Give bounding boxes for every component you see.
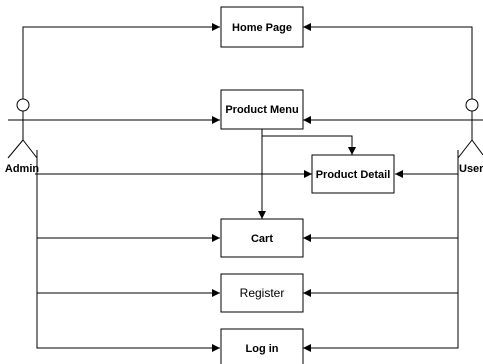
edge-admin-home [22, 23, 220, 99]
node-register-label: Register [240, 286, 285, 300]
actor-user-left-leg [457, 139, 473, 159]
node-login-label: Log in [246, 343, 279, 355]
node-register-box [220, 273, 304, 313]
edges [8, 23, 483, 352]
node-cart: Cart [220, 218, 304, 258]
node-product-menu-label: Product Menu [225, 104, 298, 116]
node-product-menu-box [220, 89, 304, 130]
actor-admin: Admin [5, 98, 40, 175]
node-register: Register [220, 273, 304, 313]
node-cart-box [220, 218, 304, 258]
actor-admin-right-leg [22, 139, 38, 159]
node-home-label: Home Page [232, 22, 292, 34]
node-cart-label: Cart [251, 233, 273, 245]
actor-user-right-leg [471, 139, 483, 156]
node-product-menu: Product Menu [220, 89, 304, 130]
actor-admin-label: Admin [5, 163, 40, 175]
edge-user-home [303, 23, 473, 99]
node-login: Log in [220, 328, 304, 364]
actor-user-label: User [459, 163, 483, 175]
node-product-detail: Product Detail [311, 154, 395, 194]
node-product-detail-box [311, 154, 395, 194]
node-login-box [220, 328, 304, 364]
actor-user: User [457, 98, 483, 175]
actor-admin-head [16, 98, 30, 112]
actor-admin-left-leg [7, 139, 24, 159]
node-product-detail-label: Product Detail [316, 169, 391, 181]
actor-user-head [465, 98, 479, 112]
edge-admin-login [36, 150, 220, 352]
edge-menu-detail [262, 135, 356, 155]
edge-user-login [303, 150, 459, 352]
node-home-box [220, 6, 304, 48]
node-home: Home Page [220, 6, 304, 48]
